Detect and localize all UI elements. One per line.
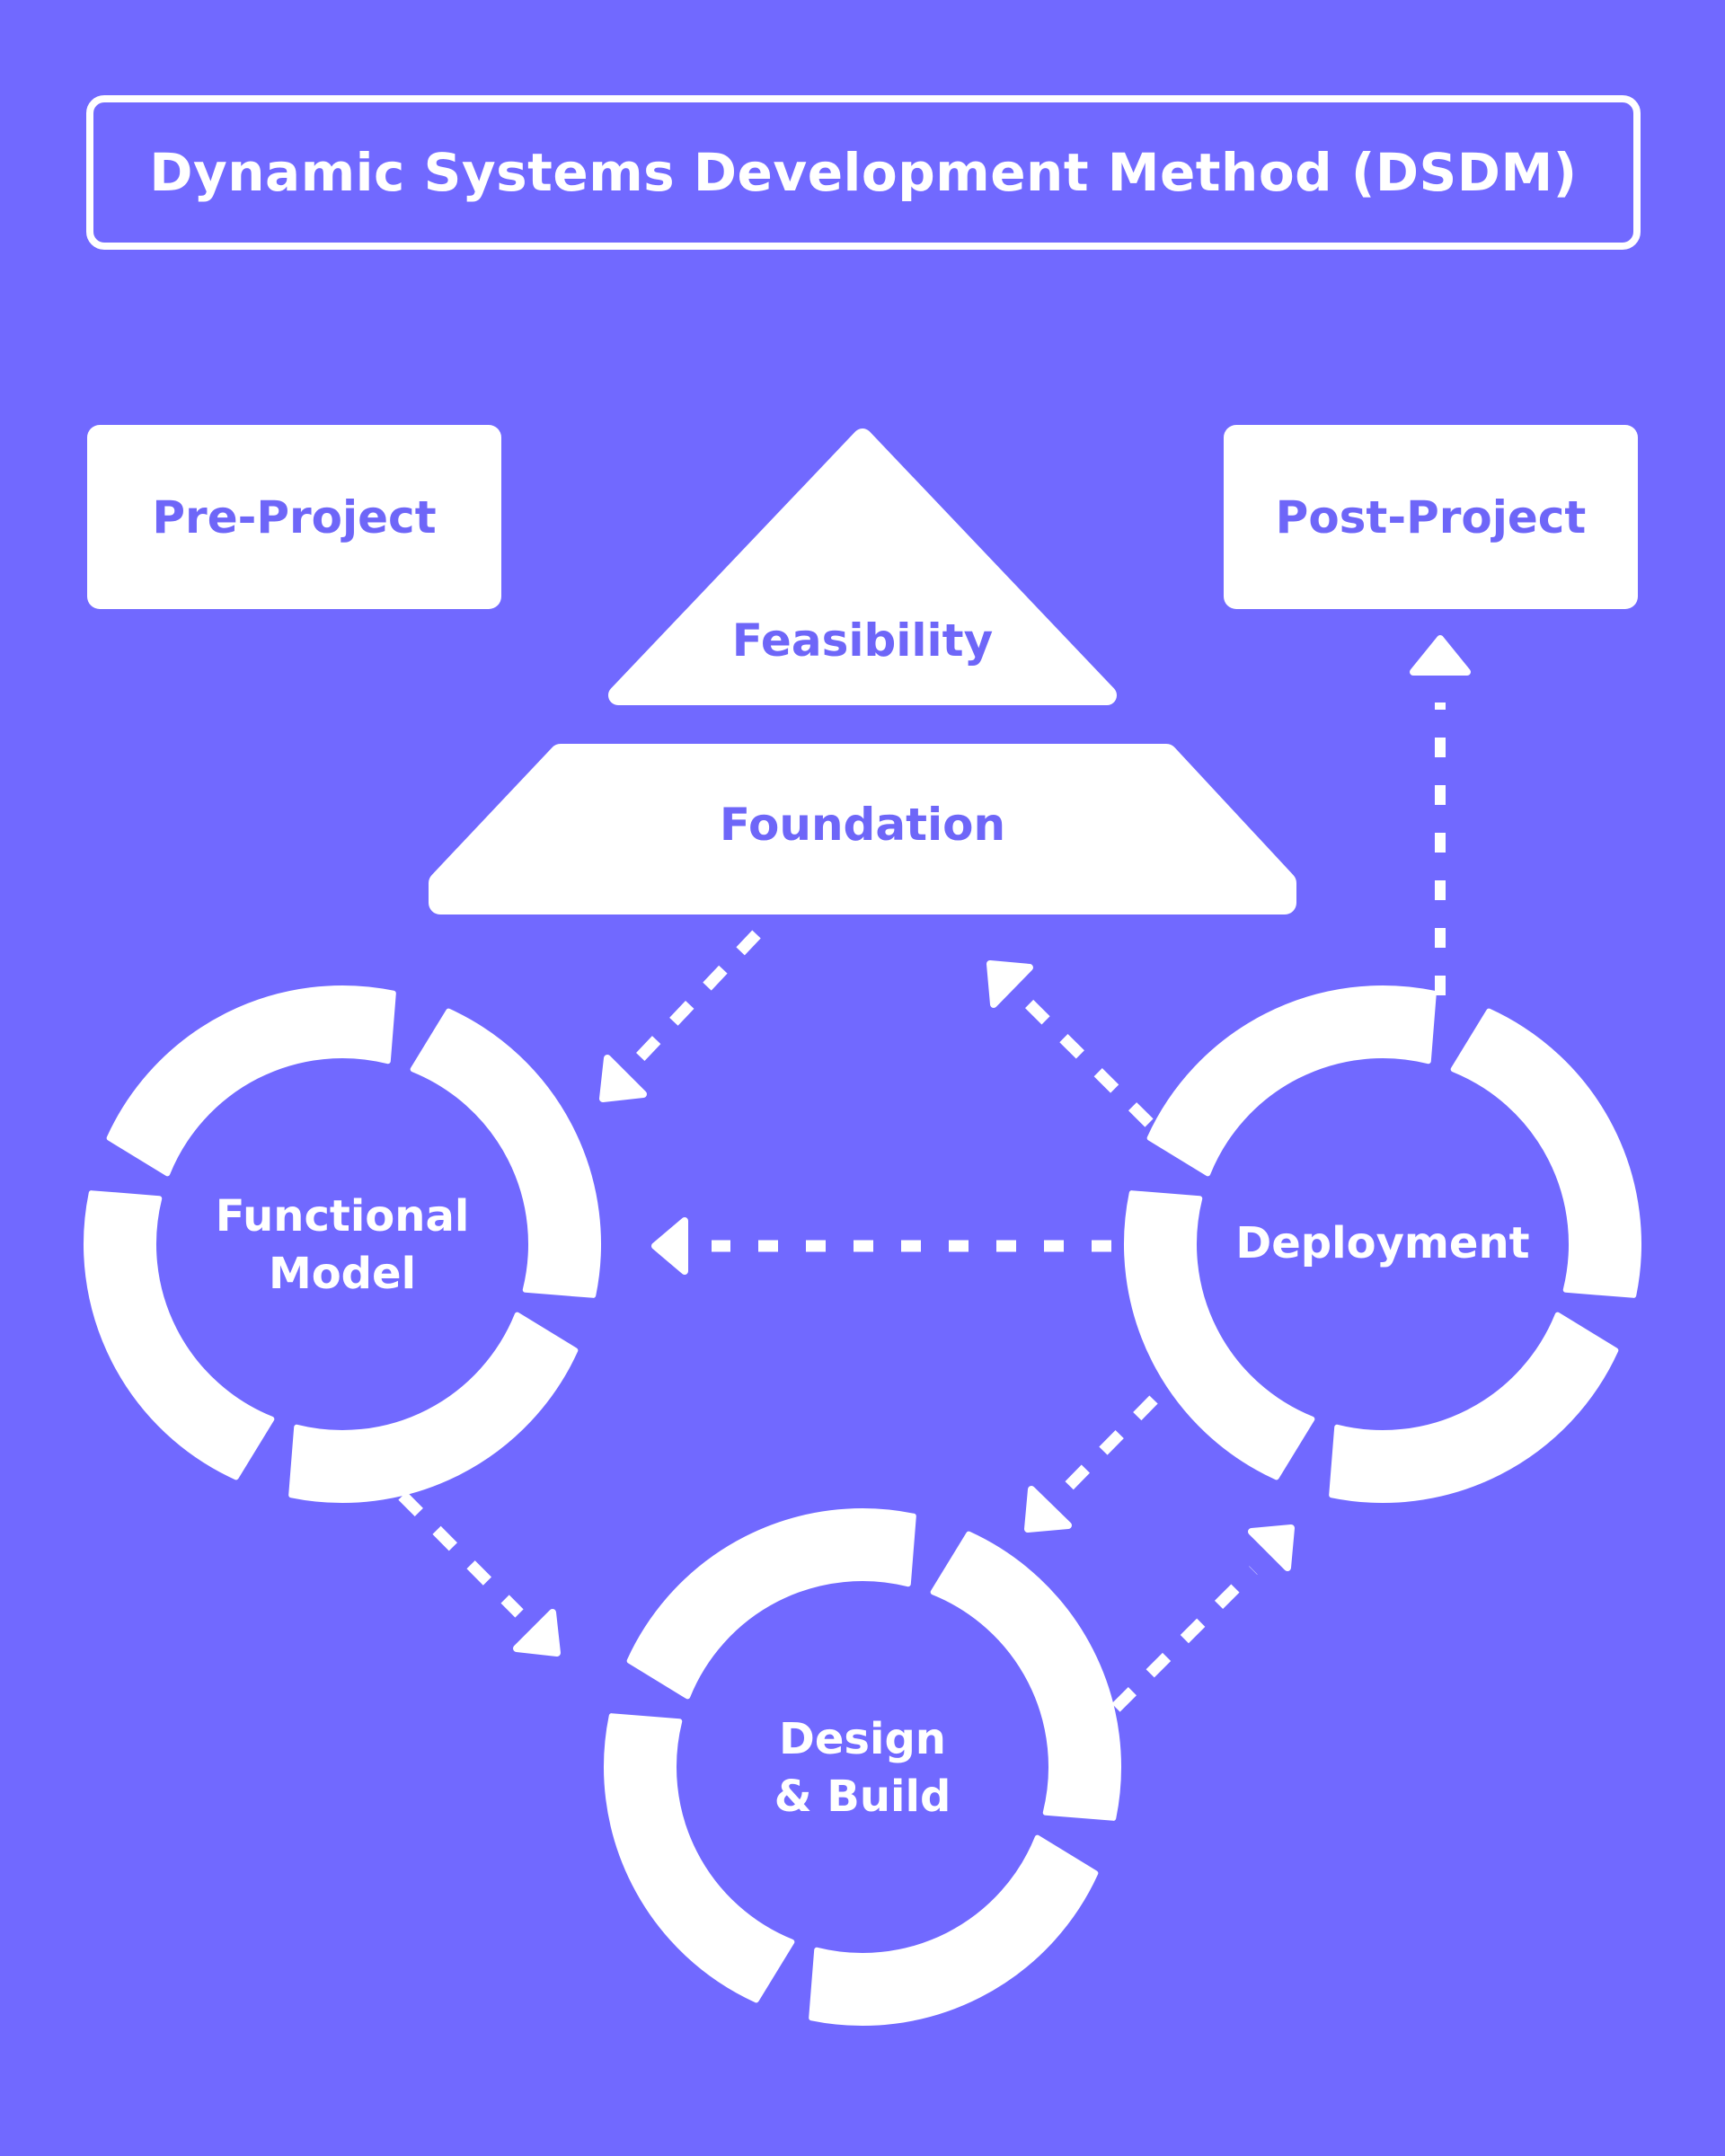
cycle-segment <box>1450 1008 1641 1298</box>
pre-project-box: Pre-Project <box>87 425 501 609</box>
foundation-label: Foundation <box>720 799 1005 851</box>
design-build-label-line1: Design <box>779 1714 946 1764</box>
functional-model-cycle <box>84 985 601 1503</box>
pre-project-label: Pre-Project <box>152 490 437 543</box>
flow-functional-model-to-design-build <box>398 1491 561 1657</box>
arrow-down-right-icon <box>513 1609 561 1657</box>
arrow-up-right-icon <box>1248 1524 1295 1571</box>
deployment-cycle <box>1124 985 1641 1503</box>
cycle-segment <box>106 985 396 1177</box>
dashed-line <box>1056 1395 1158 1499</box>
functional-model-label-line2: Model <box>269 1249 416 1299</box>
cycle-segment <box>930 1531 1121 1821</box>
cycle-segment <box>288 1312 579 1503</box>
cycle-segment <box>410 1008 601 1298</box>
flow-deployment-to-post-project <box>1410 635 1471 995</box>
post-project-label: Post-Project <box>1275 490 1587 543</box>
arrow-up-left-icon <box>986 960 1033 1008</box>
flow-foundation-to-functional-model <box>599 930 761 1102</box>
foundation-trapezoid <box>429 744 1296 915</box>
flow-design-build-to-deployment <box>1111 1524 1295 1712</box>
arrow-left-icon <box>651 1217 688 1275</box>
feasibility-triangle <box>608 429 1117 705</box>
design-build-label-line2: & Build <box>774 1772 951 1822</box>
functional-model-label-line1: Functional <box>216 1191 470 1241</box>
cycle-segment <box>1329 1312 1619 1503</box>
flow-deployment-to-design-build <box>1024 1395 1158 1533</box>
dashed-line <box>624 930 761 1074</box>
title-box: Dynamic Systems Development Method (DSDM… <box>86 95 1641 250</box>
cycle-segment <box>84 1190 275 1480</box>
flow-deployment-to-functional-model <box>651 1217 1111 1275</box>
dashed-line <box>1020 994 1154 1127</box>
cycle-segment <box>1124 1190 1315 1480</box>
cycle-segment <box>604 1713 795 2003</box>
cycle-segment <box>809 1834 1099 2026</box>
cycle-segment <box>1146 985 1437 1177</box>
design-build-cycle <box>604 1508 1121 2026</box>
feasibility-label: Feasibility <box>732 614 993 667</box>
arrow-up-icon <box>1410 635 1471 676</box>
dashed-line <box>1111 1566 1258 1712</box>
flow-deployment-to-foundation <box>986 960 1154 1127</box>
page-title: Dynamic Systems Development Method (DSDM… <box>149 142 1578 203</box>
arrow-down-left-icon <box>1024 1486 1072 1533</box>
deployment-label: Deployment <box>1235 1218 1529 1268</box>
post-project-box: Post-Project <box>1224 425 1638 609</box>
dashed-line <box>398 1491 524 1618</box>
flow-arrows <box>398 635 1471 1712</box>
cycle-segment <box>626 1508 916 1700</box>
arrow-down-left-icon <box>599 1055 647 1102</box>
